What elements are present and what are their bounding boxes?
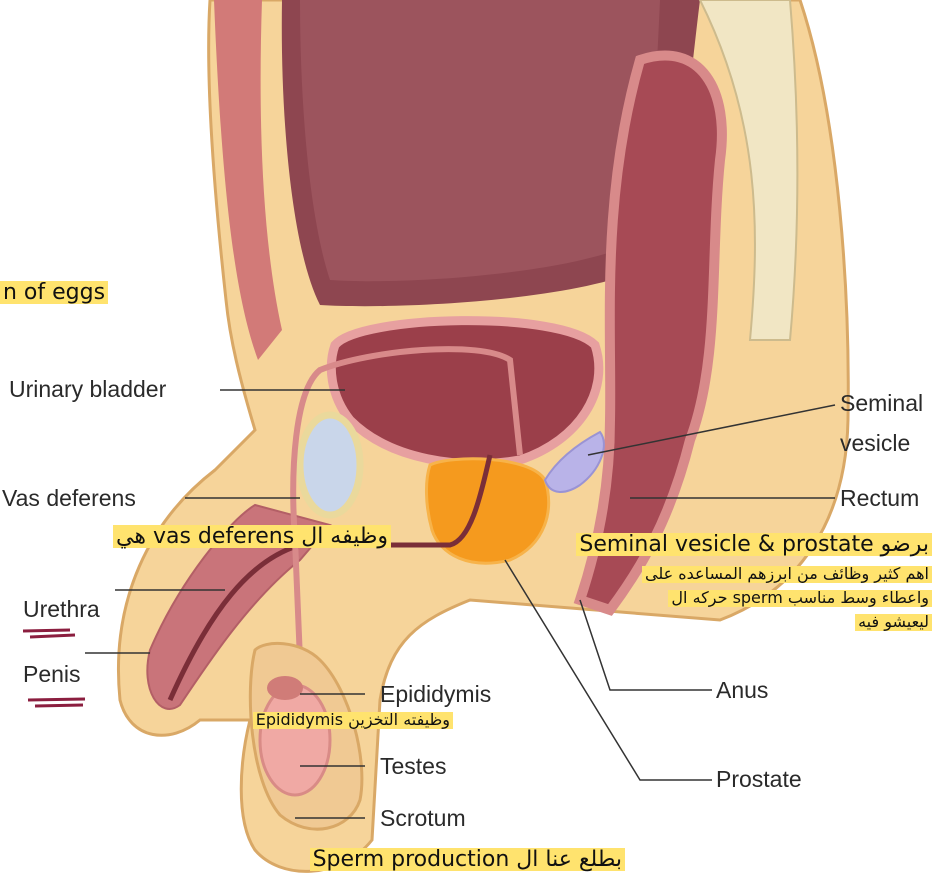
label-epididymis: Epididymis bbox=[380, 683, 491, 706]
note-epididymis-function: وظيفته التخزين Epididymis bbox=[253, 712, 453, 729]
note-sperm-production: بطلع عنا ال Sperm production bbox=[310, 848, 625, 871]
label-penis: Penis bbox=[23, 663, 81, 686]
label-prostate: Prostate bbox=[716, 768, 802, 791]
epididymis-organ bbox=[267, 676, 303, 700]
label-urethra: Urethra bbox=[23, 598, 100, 621]
note-vas-deferens-function: وظيفه ال vas deferens هي bbox=[113, 525, 391, 548]
note-seminal-prostate-line2: اهم كثير وظائف من ابرزهم المساعده على bbox=[642, 566, 932, 583]
label-testes: Testes bbox=[380, 755, 446, 778]
note-seminal-prostate-line4: ليعيشو فيه bbox=[855, 614, 932, 631]
label-anus: Anus bbox=[716, 679, 768, 702]
bladder-organ bbox=[331, 321, 598, 464]
penis-underline bbox=[28, 699, 85, 706]
peritoneum bbox=[300, 0, 660, 281]
label-vas-deferens: Vas deferens bbox=[2, 487, 136, 510]
label-seminal-vesicle-line1: Seminal bbox=[840, 392, 923, 415]
urethra-underline bbox=[23, 630, 75, 637]
label-seminal-vesicle-line2: vesicle bbox=[840, 432, 910, 455]
label-scrotum: Scrotum bbox=[380, 807, 466, 830]
label-rectum: Rectum bbox=[840, 487, 919, 510]
testis-organ bbox=[260, 685, 330, 795]
pubic-bone bbox=[300, 415, 360, 515]
note-seminal-prostate-line1: برضو Seminal vesicle & prostate bbox=[576, 533, 932, 556]
label-urinary-bladder: Urinary bladder bbox=[9, 378, 166, 401]
note-eggs-fragment: n of eggs bbox=[0, 281, 108, 304]
note-seminal-prostate-line3: واعطاء وسط مناسب sperm حركه ال bbox=[668, 590, 932, 607]
